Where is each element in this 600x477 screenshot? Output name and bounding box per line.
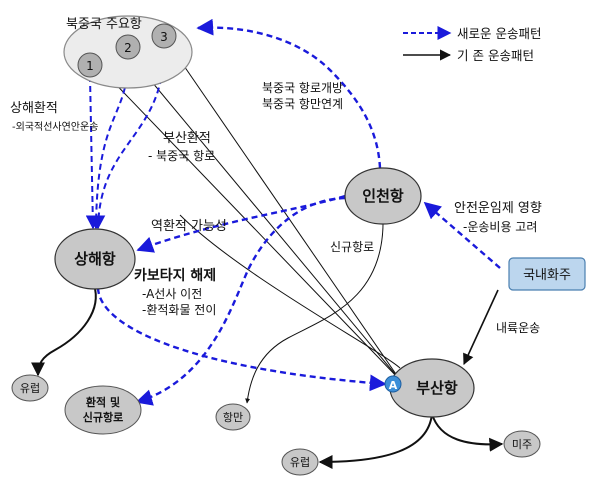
port-3-label: 3 <box>160 30 168 44</box>
cabotage-title: 카보타지 해제 <box>134 268 216 284</box>
americas-node <box>503 430 541 458</box>
busan-europe-line <box>318 413 433 469</box>
japan-label: 항만 <box>223 411 243 424</box>
legend-existing-pattern: 기 존 운송패턴 <box>457 48 534 63</box>
domestic-shipper-node <box>508 257 586 291</box>
shanghai-europe-line <box>31 284 97 377</box>
shanghai-transship-title: 상해환적 <box>10 101 58 116</box>
cabotage-note-2: -환적화물 전이 <box>142 303 216 317</box>
north-china-title: 북중국 주요항 <box>66 17 142 32</box>
inland-transport-label: 내륙운송 <box>496 321 540 335</box>
europe-left-label: 유럽 <box>20 381 40 395</box>
new-route-label: 신규항로 <box>330 240 374 254</box>
busan-marker-label: A <box>389 379 398 392</box>
shanghai-label: 상해항 <box>74 250 116 268</box>
legend: 새로운 운송패턴 기 존 운송패턴 <box>403 26 541 63</box>
europe-bottom-label: 유럽 <box>290 455 310 469</box>
transship-new-label-1: 환적 및 <box>86 395 120 409</box>
europe-bottom-node <box>281 448 319 476</box>
port-1-label: 1 <box>86 59 94 73</box>
busan-to-port1-line <box>103 71 401 381</box>
port-2-label: 2 <box>124 41 132 55</box>
transship-new-node <box>64 385 142 435</box>
transship-new-label-2: 신규항로 <box>83 410 123 424</box>
reverse-transship-label: 역환적 가능성 <box>151 219 227 234</box>
shanghai-transship-note: -외국적선사연안운송 <box>12 121 98 133</box>
north-china-ports: 1 2 3 <box>77 23 177 78</box>
existing-routes <box>31 46 504 469</box>
north-china-route-open: 북중국 항로개방 <box>262 81 343 95</box>
safe-freight-title: 안전운임제 영향 <box>454 201 542 216</box>
busan-americas-line <box>431 413 504 452</box>
busan-transship-title: 부산환적 <box>163 131 211 146</box>
shanghai-node <box>54 228 136 290</box>
port1-to-shanghai-line <box>85 75 100 230</box>
busan-via-line <box>179 214 401 369</box>
inland-transport-line <box>463 289 499 366</box>
americas-label: 미주 <box>512 438 532 451</box>
legend-new-pattern: 새로운 운송패턴 <box>457 26 541 41</box>
japan-node <box>215 403 251 431</box>
busan-label: 부산항 <box>416 379 458 397</box>
shipper-to-incheon-line <box>423 201 501 269</box>
north-china-port-link: 북중국 항만연계 <box>262 97 343 111</box>
busan-marker <box>384 375 402 393</box>
incheon-label: 인천항 <box>362 187 404 205</box>
domestic-shipper-label: 국내화주 <box>523 268 571 283</box>
busan-to-port3-line <box>170 46 401 381</box>
busan-transship-note: - 북중국 항로 <box>148 149 215 163</box>
safe-freight-note: -운송비용 고려 <box>463 220 537 234</box>
europe-left-node <box>11 374 49 402</box>
incheon-to-north-china-line <box>196 18 382 169</box>
incheon-node <box>344 167 422 225</box>
new-route-line <box>245 217 384 404</box>
cabotage-note-1: -A선사 이전 <box>142 287 202 301</box>
reverse-transship-line <box>136 194 346 253</box>
busan-to-port2-line <box>131 57 401 381</box>
